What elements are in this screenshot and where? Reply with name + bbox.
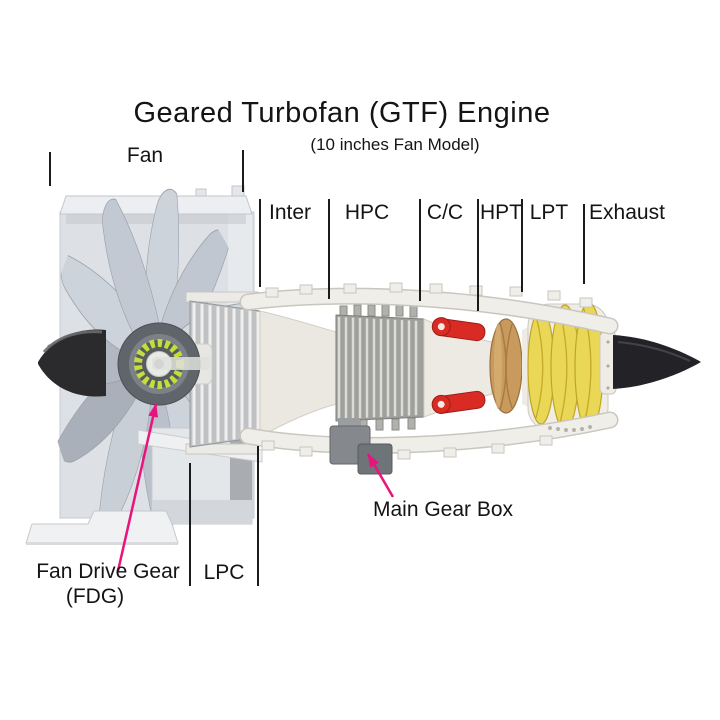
section-label-fan: Fan (126, 144, 164, 167)
bottom-flange-bump (397, 449, 411, 460)
top-flange-bump (343, 283, 357, 294)
spinner-cone (38, 329, 106, 397)
flange-hole (564, 428, 568, 432)
section-label-cc: C/C (426, 201, 464, 224)
base-foot (25, 510, 179, 544)
bottom-flange-bump (299, 446, 313, 457)
section-label-inter: Inter (268, 201, 312, 224)
combustor-upper (431, 317, 486, 342)
core-casing-bottom (239, 411, 619, 460)
section-label-hpc: HPC (344, 201, 390, 224)
top-flange-bump (429, 283, 443, 294)
lpc-section (185, 291, 261, 455)
section-label-lpc: LPC (203, 561, 245, 584)
bottom-flange-bump (491, 443, 505, 454)
bottom-flange-bump (261, 440, 275, 451)
fan-drive-gear (117, 322, 213, 406)
combustor-lower (431, 390, 486, 414)
top-flange-bump (469, 285, 483, 296)
collar-bolt (606, 340, 610, 344)
section-label-exhaust: Exhaust (589, 201, 665, 224)
hpc-section (335, 304, 425, 431)
top-flange-bump (265, 287, 279, 298)
flange-hole (556, 427, 560, 431)
fan-drive-gear-arrow (116, 403, 158, 572)
exhaust-highlight (617, 341, 691, 362)
hpt-blade-line (505, 323, 513, 409)
callout-main-gear-box: Main Gear Box (373, 498, 514, 521)
top-flange-bump (389, 282, 403, 293)
annotation-arrows (116, 403, 395, 572)
combustor-section (423, 317, 493, 418)
lpt-blade-line (535, 315, 544, 419)
top-flange-bump (299, 284, 313, 295)
hpt-section (489, 318, 534, 414)
collar-bolt (606, 364, 610, 368)
leader-lines (49, 150, 585, 586)
top-flange-bump (579, 297, 593, 308)
flange-hole (588, 425, 592, 429)
flange-hole (548, 426, 552, 430)
main-gear-box-arrow (366, 453, 395, 498)
gearbox-mount (338, 418, 360, 428)
gear-strut (152, 357, 210, 370)
hpc-top-tabs (339, 304, 418, 318)
top-flange-bump (547, 290, 561, 301)
callout-fan-drive-gear: Fan Drive Gear (36, 560, 180, 583)
flange-hole (572, 428, 576, 432)
page-title: Geared Turbofan (GTF) Engine (133, 97, 551, 129)
top-flange-bump (509, 286, 523, 297)
flange-hole (580, 427, 584, 431)
hpt-highlight (494, 323, 502, 409)
core-casing-top (239, 282, 619, 335)
lpt-section (527, 302, 609, 432)
section-label-lpt: LPT (529, 201, 569, 224)
callout-fdg-abbrev: (FDG) (65, 585, 125, 608)
collar-bolt (606, 386, 610, 390)
inter-duct-cone (259, 310, 337, 438)
lpc-ribs (192, 303, 260, 445)
lpt-stage-1 (527, 309, 555, 425)
exhaust-section (599, 331, 701, 395)
section-label-hpt: HPT (480, 201, 522, 224)
exhaust-cone (613, 335, 701, 389)
bottom-flange-bump (443, 447, 457, 458)
gearbox-body-2 (357, 443, 393, 475)
hpc-ribs (337, 317, 418, 419)
page-subtitle: (10 inches Fan Model) (310, 135, 480, 154)
bottom-flange-bump (539, 435, 553, 446)
case-top-notch (195, 188, 207, 197)
